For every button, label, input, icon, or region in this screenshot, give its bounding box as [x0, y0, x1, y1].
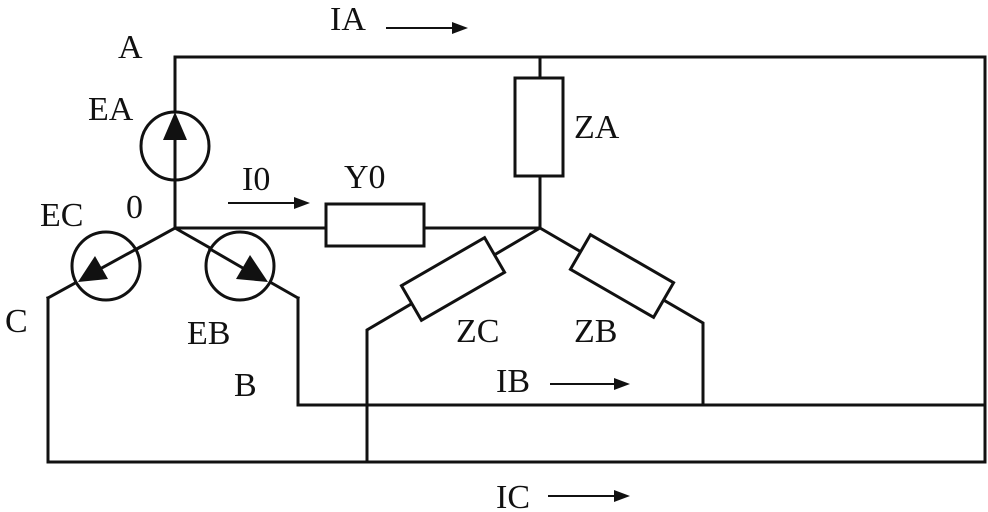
label-source-ec: EC	[40, 197, 83, 234]
arrow-ib	[550, 378, 630, 390]
label-source-eb: EB	[187, 315, 230, 352]
label-node-neutral: 0	[126, 189, 143, 226]
arrow-i0	[228, 197, 310, 209]
source-ec	[70, 230, 143, 302]
source-eb	[204, 230, 276, 302]
label-current-ic: IC	[496, 479, 530, 512]
label-za: ZA	[574, 109, 620, 146]
wire-phase-c	[46, 296, 987, 464]
label-zc: ZC	[456, 313, 499, 350]
wire-phase-b	[296, 296, 987, 407]
label-node-c: C	[5, 303, 28, 340]
admittance-y0	[324, 202, 426, 248]
label-source-ea: EA	[88, 91, 134, 128]
label-node-b: B	[234, 367, 257, 404]
label-current-i0: I0	[242, 161, 270, 198]
label-current-ia: IA	[330, 1, 366, 38]
impedance-zb	[568, 232, 676, 320]
impedance-za	[513, 76, 565, 178]
label-current-ib: IB	[496, 363, 530, 400]
arrow-ia	[386, 22, 468, 34]
source-ea	[139, 110, 211, 182]
label-y0: Y0	[344, 159, 386, 196]
label-node-a: A	[118, 29, 143, 66]
impedance-zc	[399, 235, 507, 323]
arrow-ic	[548, 490, 630, 502]
label-zb: ZB	[574, 313, 617, 350]
